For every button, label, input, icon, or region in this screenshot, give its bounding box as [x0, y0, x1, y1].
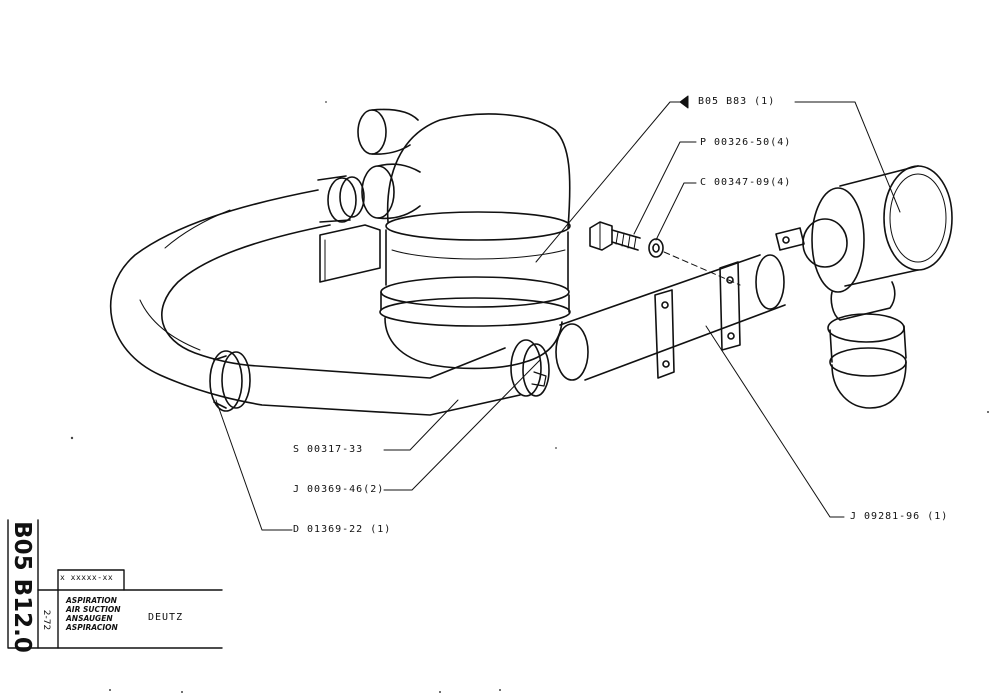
callout-bracket-tube: J 09281-96 (1) [850, 511, 949, 522]
drawing-code-text: B05 B12.0 [9, 521, 35, 653]
assembly-axis-line [663, 251, 741, 286]
right-hose-clamp [510, 339, 550, 397]
title-languages: ASPIRATION AIR SUCTION ANSAUGEN ASPIRACI… [66, 596, 121, 632]
hose-collar-top [317, 175, 365, 223]
callout-bolt: P 00326-50(4) [700, 137, 792, 148]
pre-cleaner [775, 165, 953, 409]
curved-hose [109, 189, 521, 416]
washer [648, 238, 664, 258]
title-lang-en: AIR SUCTION [66, 605, 121, 614]
callout-clamp-large: D 01369-22 (1) [293, 524, 392, 535]
title-lang-de: ANSAUGEN [66, 614, 113, 623]
title-lang-es: ASPIRACION [66, 623, 118, 632]
bolt [589, 221, 641, 251]
drawing-code: B05 B12.0 [8, 521, 36, 653]
brand-name: DEUTZ [148, 612, 184, 623]
left-hose-clamp [209, 350, 251, 412]
scan-specks [70, 101, 989, 693]
title-lang-fr: ASPIRATION [66, 596, 117, 605]
callout-filter: B05 B83 (1) [698, 96, 776, 107]
title-block [7, 519, 223, 649]
drawing-date: 2-72 [38, 600, 54, 640]
bracket-tube [555, 254, 786, 381]
drawing-date-text: 2-72 [41, 609, 51, 631]
callout-hose: S 00317-33 [293, 444, 364, 455]
air-filter [319, 108, 571, 370]
drawing-reference: x xxxxx-xx [60, 573, 114, 582]
leader-lines [215, 95, 901, 531]
callout-clamp-small: J 00369-46(2) [293, 484, 385, 495]
callout-washer: C 00347-09(4) [700, 177, 792, 188]
